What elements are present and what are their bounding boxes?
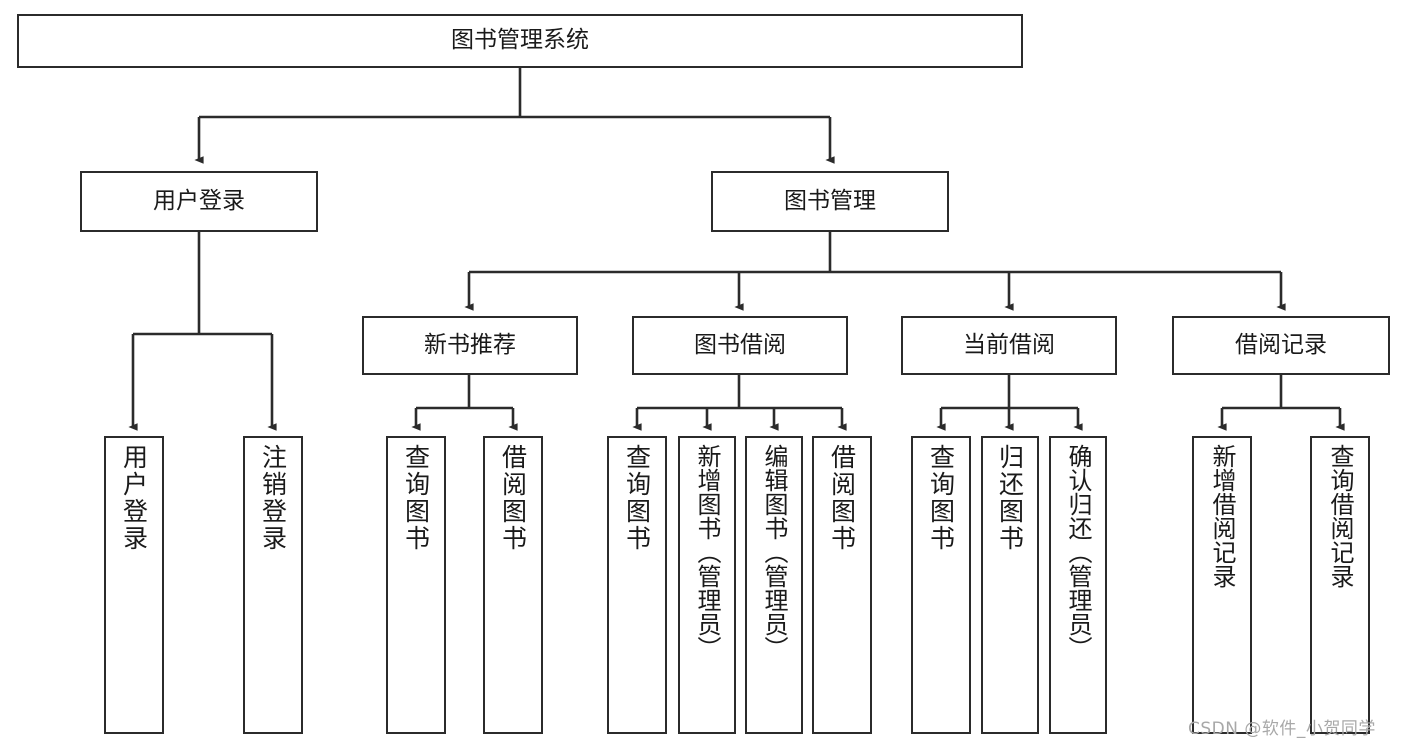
node-new-book-recommend[interactable]: 新书推荐 — [362, 316, 578, 375]
node-label: 新书推荐 — [424, 331, 516, 358]
leaf-borrow-book-newbook[interactable]: 借阅图书 — [483, 436, 543, 734]
leaf-user-login[interactable]: 用户登录 — [104, 436, 164, 734]
node-label: 查询图书 — [926, 444, 956, 552]
node-root-system[interactable]: 图书管理系统 — [17, 14, 1023, 68]
node-label: 用户登录 — [153, 187, 245, 214]
node-label: 用户登录 — [119, 444, 149, 552]
leaf-confirm-return-admin[interactable]: 确认归还（管理员） — [1049, 436, 1107, 734]
node-label: 借阅图书 — [827, 444, 857, 552]
node-label: 新增图书（管理员） — [693, 444, 721, 660]
node-label: 确认归还（管理员） — [1064, 444, 1092, 660]
node-user-login[interactable]: 用户登录 — [80, 171, 318, 232]
node-label: 编辑图书（管理员） — [760, 444, 788, 660]
leaf-add-borrow-record[interactable]: 新增借阅记录 — [1192, 436, 1252, 734]
leaf-return-book[interactable]: 归还图书 — [981, 436, 1039, 734]
node-current-borrow[interactable]: 当前借阅 — [901, 316, 1117, 375]
watermark-text: CSDN @软件_小贺同学 — [1188, 719, 1376, 739]
node-borrow-record[interactable]: 借阅记录 — [1172, 316, 1390, 375]
leaf-query-borrow-record[interactable]: 查询借阅记录 — [1310, 436, 1370, 734]
node-label: 新增借阅记录 — [1208, 444, 1236, 588]
leaf-logout-login[interactable]: 注销登录 — [243, 436, 303, 734]
node-book-management[interactable]: 图书管理 — [711, 171, 949, 232]
node-label: 查询图书 — [401, 444, 431, 552]
node-label: 借阅记录 — [1235, 331, 1327, 358]
leaf-borrow-book[interactable]: 借阅图书 — [812, 436, 872, 734]
node-label: 图书借阅 — [694, 331, 786, 358]
node-book-borrow[interactable]: 图书借阅 — [632, 316, 848, 375]
node-label: 图书管理 — [784, 187, 876, 214]
node-label: 图书管理系统 — [451, 27, 589, 54]
node-label: 注销登录 — [258, 444, 288, 552]
leaf-query-book-newbook[interactable]: 查询图书 — [386, 436, 446, 734]
node-label: 查询借阅记录 — [1326, 444, 1354, 588]
leaf-add-book-admin[interactable]: 新增图书（管理员） — [678, 436, 736, 734]
node-label: 借阅图书 — [498, 444, 528, 552]
leaf-query-book-borrow[interactable]: 查询图书 — [607, 436, 667, 734]
node-label: 归还图书 — [995, 444, 1025, 552]
leaf-query-book-current[interactable]: 查询图书 — [911, 436, 971, 734]
node-label: 查询图书 — [622, 444, 652, 552]
node-label: 当前借阅 — [963, 331, 1055, 358]
leaf-edit-book-admin[interactable]: 编辑图书（管理员） — [745, 436, 803, 734]
